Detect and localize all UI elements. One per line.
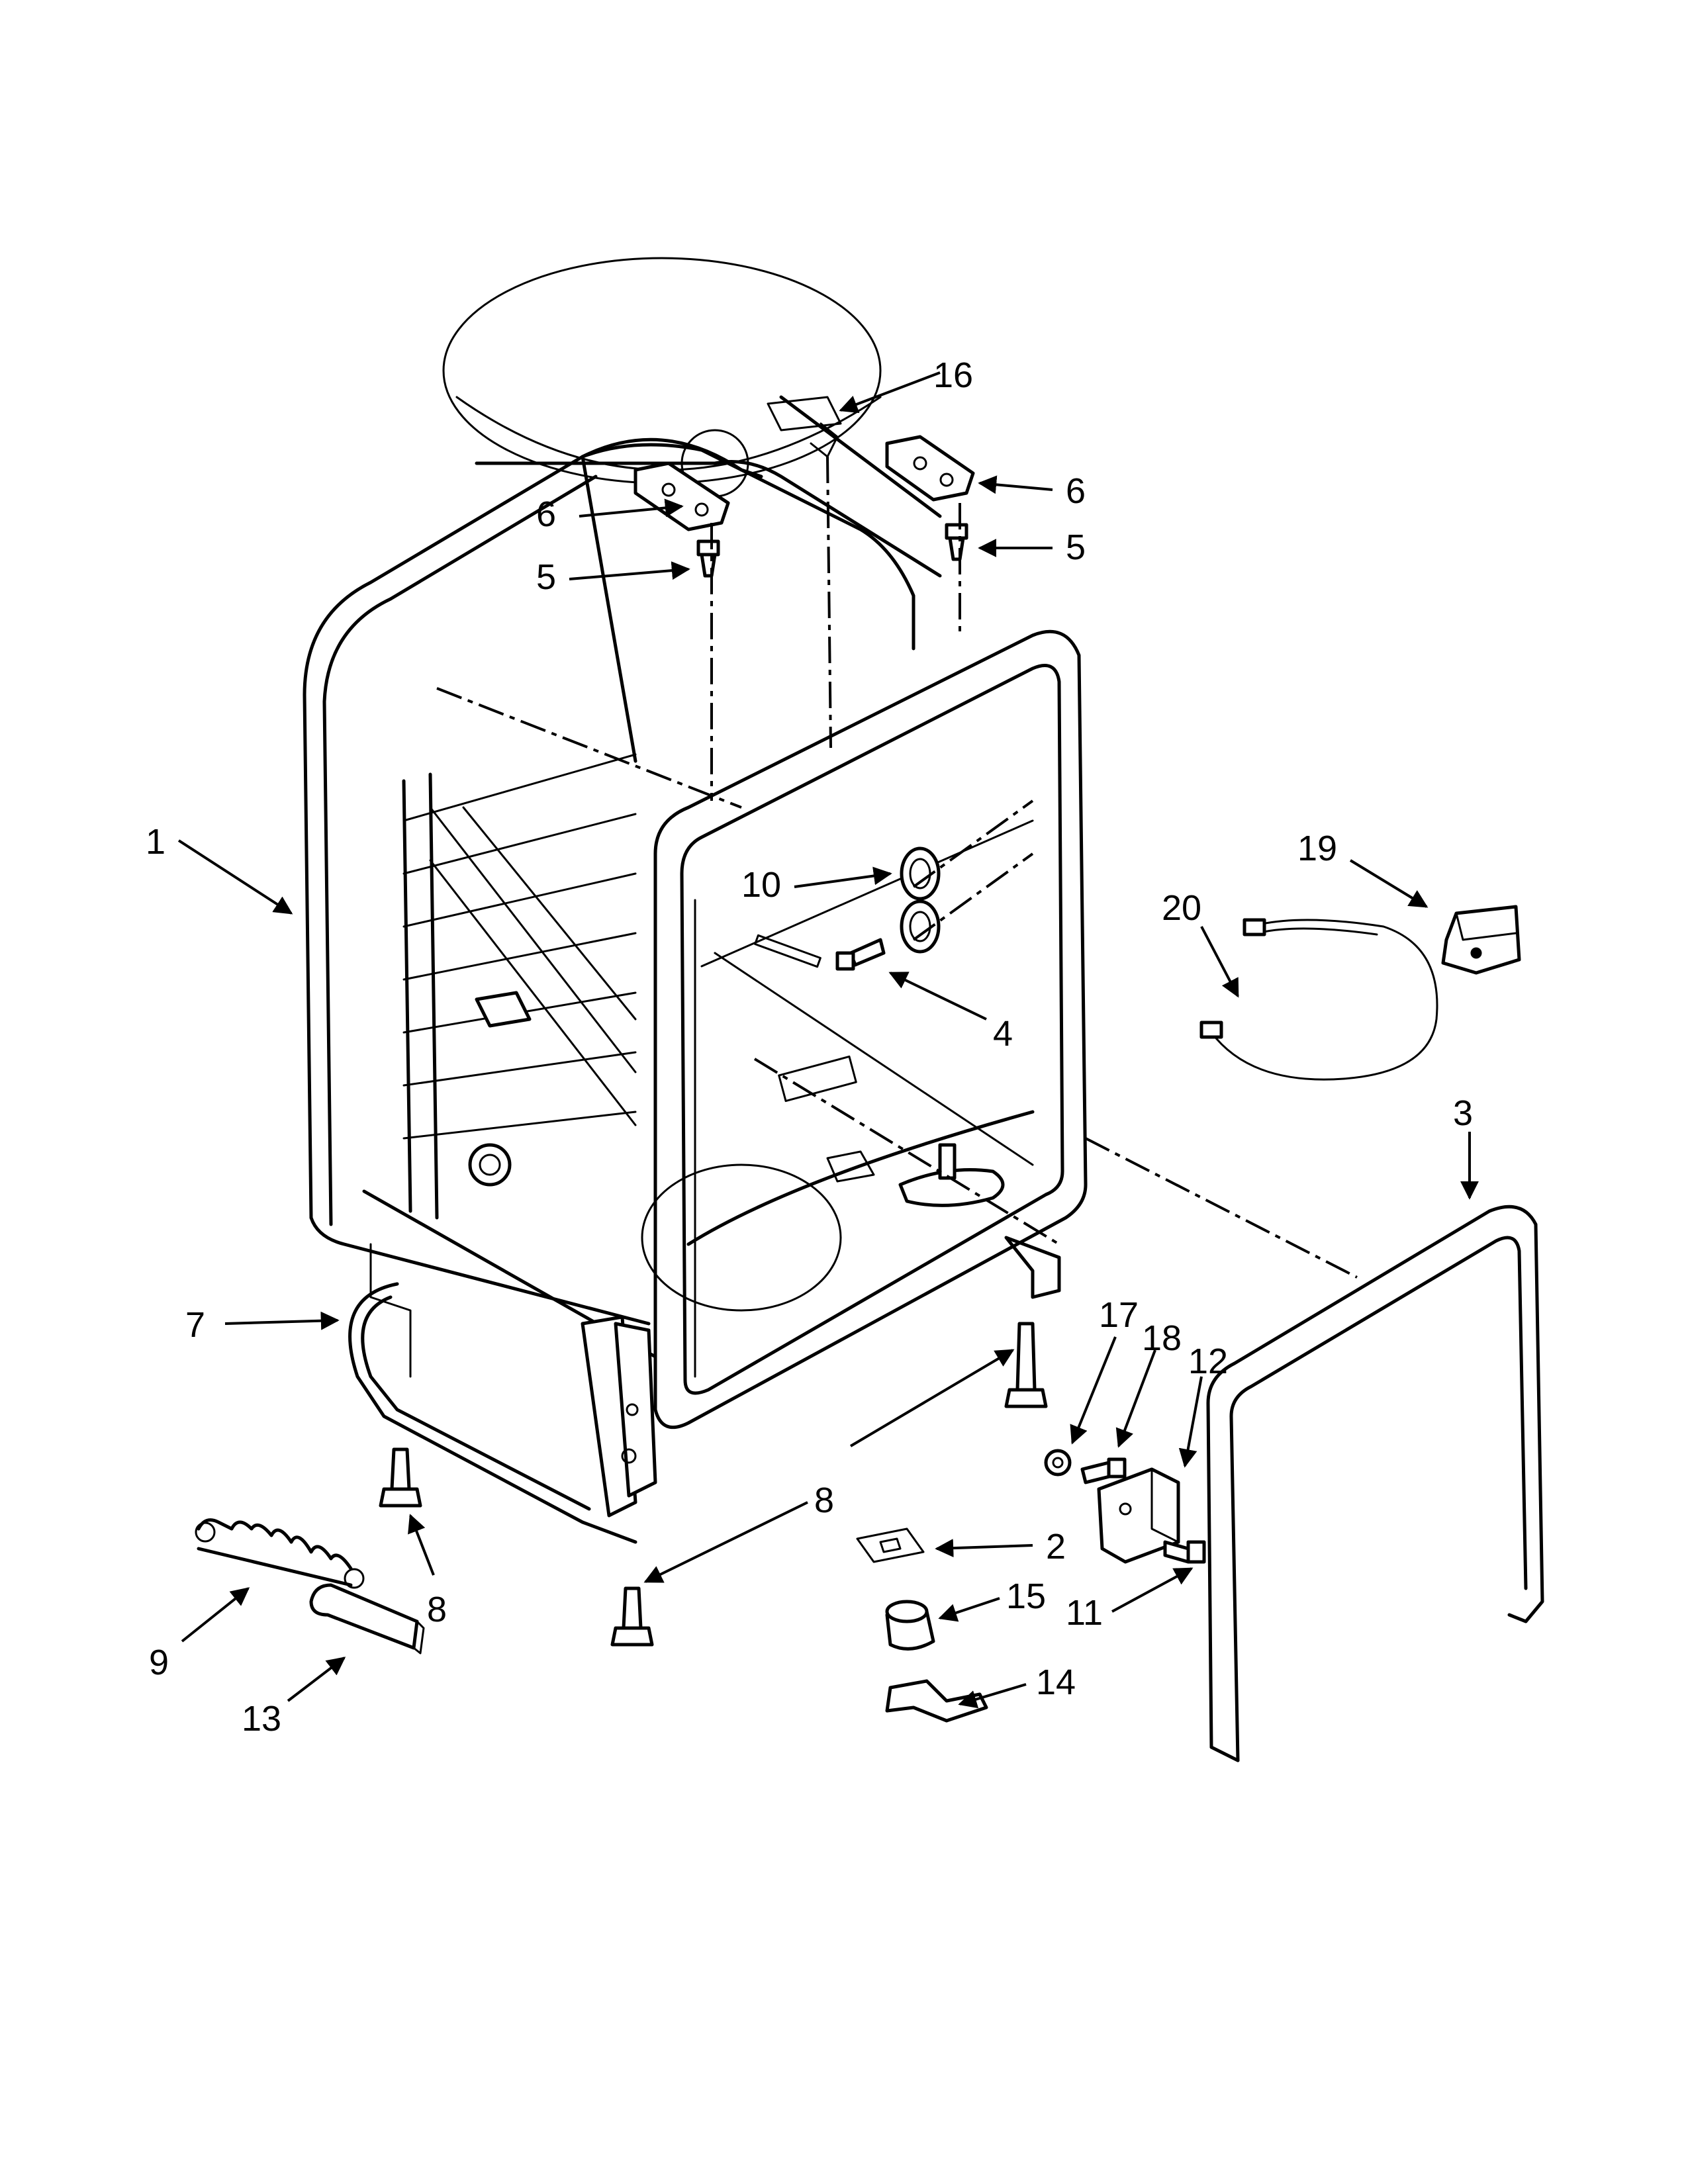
center-lines — [436, 456, 1358, 1279]
cover-13 — [309, 1583, 425, 1655]
callout-6-right: 6 — [1066, 471, 1086, 511]
bolt-18 — [1080, 1457, 1127, 1484]
callout-8-center: 8 — [814, 1480, 834, 1520]
callout-13: 13 — [242, 1699, 281, 1739]
callout-12: 12 — [1188, 1342, 1228, 1381]
mounting-bracket-19 — [1441, 905, 1521, 975]
callout-15: 15 — [1006, 1576, 1046, 1616]
callout-11: 11 — [1066, 1593, 1103, 1633]
callout-16: 16 — [933, 355, 973, 395]
callout-1: 1 — [146, 822, 165, 862]
bracket-14 — [885, 1679, 988, 1723]
leader-lines — [177, 371, 1479, 1709]
washer-17 — [1044, 1449, 1072, 1477]
spring-9 — [195, 1518, 365, 1589]
callout-5-left: 5 — [536, 557, 556, 597]
screw-11 — [1163, 1540, 1206, 1564]
callout-9: 9 — [149, 1643, 169, 1682]
callout-4: 4 — [993, 1014, 1013, 1054]
hinge-bracket-right — [885, 435, 975, 502]
leveling-leg-left — [379, 1447, 422, 1508]
screw-4 — [835, 938, 886, 971]
callout-8-left: 8 — [427, 1590, 447, 1629]
sensor-15 — [885, 1600, 935, 1651]
door-cable-7 — [348, 1282, 637, 1544]
clip-part — [767, 396, 842, 458]
callout-5-right: 5 — [1066, 527, 1086, 567]
callout-7: 7 — [185, 1305, 205, 1345]
callout-14: 14 — [1036, 1662, 1076, 1702]
bracket-12 — [1097, 1467, 1180, 1564]
door-gasket — [1206, 1205, 1544, 1762]
leveling-leg-center — [610, 1586, 654, 1647]
callout-18: 18 — [1142, 1318, 1182, 1358]
callout-6-left: 6 — [536, 494, 556, 534]
pad-2 — [856, 1527, 925, 1563]
callout-labels: 1 6 5 16 6 5 10 4 19 20 3 7 17 18 12 8 8… — [146, 355, 1473, 1739]
bearing-set — [900, 846, 941, 954]
callout-17: 17 — [1099, 1295, 1139, 1335]
wire-harness — [1199, 918, 1438, 1081]
hinge-bracket-left — [633, 461, 730, 531]
leveling-leg-right — [1004, 1322, 1048, 1408]
screw-left — [696, 539, 720, 578]
callout-20: 20 — [1162, 888, 1201, 928]
callout-19: 19 — [1297, 829, 1337, 868]
callout-3: 3 — [1453, 1093, 1473, 1133]
callout-2: 2 — [1046, 1527, 1066, 1567]
screw-right — [945, 523, 968, 561]
callout-10: 10 — [741, 865, 781, 905]
tub-assembly — [303, 257, 1088, 1518]
